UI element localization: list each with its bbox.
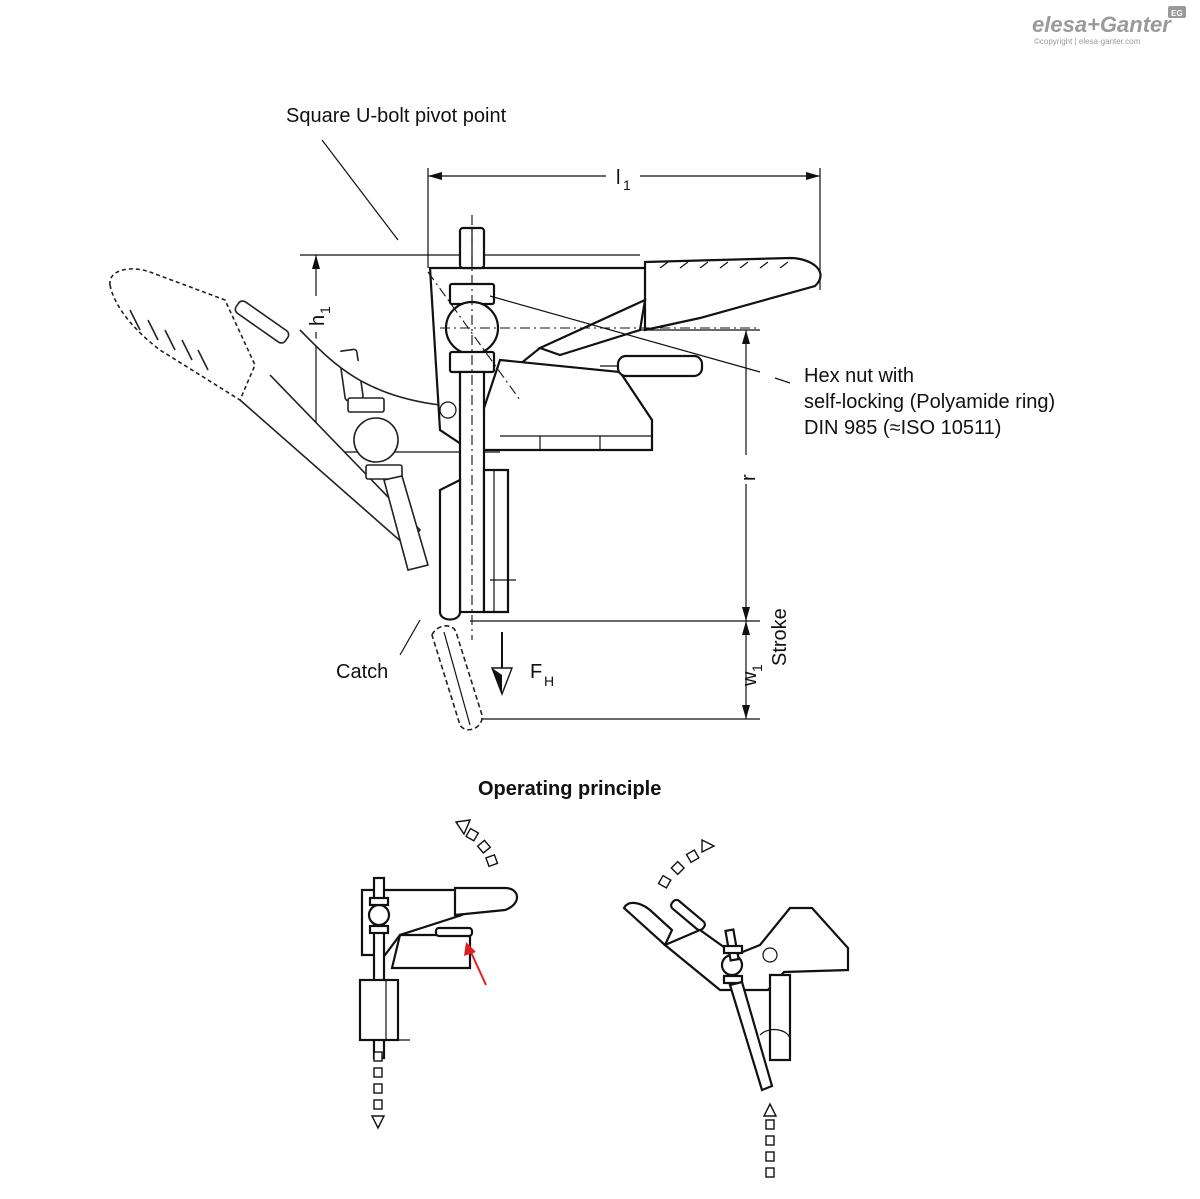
dimension-w1: w 1 Stroke xyxy=(470,608,791,720)
up-arrow-icon xyxy=(762,1102,778,1178)
force-sub: H xyxy=(544,673,554,689)
force-arrow: F H xyxy=(490,632,554,696)
centerlines xyxy=(427,215,760,640)
dimension-r-label: r xyxy=(738,474,760,481)
brand-name: elesa+Ganter xyxy=(1032,12,1172,37)
section-title: Operating principle xyxy=(478,778,661,800)
dimension-h1-label: h xyxy=(307,315,329,326)
red-pointer-icon xyxy=(464,942,476,956)
principle-step-1 xyxy=(358,819,519,1130)
brand-copyright: ©copyright | elesa-ganter.com xyxy=(1034,37,1141,46)
catch-pin xyxy=(431,625,483,731)
dimension-l1-sub: 1 xyxy=(623,177,631,193)
curved-arrow-icon xyxy=(454,819,499,868)
brand-badge: EG xyxy=(1171,9,1183,18)
down-arrow-icon xyxy=(370,1051,386,1130)
leader-lines xyxy=(321,139,791,656)
curved-arrow-icon-2 xyxy=(657,838,716,889)
hex-nut-label-2: self-locking (Polyamide ring) xyxy=(804,391,1055,413)
principle-step-2 xyxy=(622,838,850,1178)
brand-badge-icon xyxy=(1168,6,1186,18)
brand-logo: elesa+Ganter EG ©copyright | elesa-gante… xyxy=(1032,6,1186,46)
dimension-l1: l 1 xyxy=(427,167,821,290)
force-label: F xyxy=(530,661,542,683)
dimension-l1-label: l xyxy=(616,167,620,189)
main-drawing: l 1 h 1 r xyxy=(109,105,1055,731)
dimension-w1-sub: 1 xyxy=(749,664,765,672)
stroke-label: Stroke xyxy=(769,608,791,666)
hex-nut-label-1: Hex nut with xyxy=(804,365,914,387)
catch-label: Catch xyxy=(336,661,388,683)
clamp-body xyxy=(428,226,822,621)
lever-open-position xyxy=(109,268,441,571)
dimension-h1-sub: 1 xyxy=(317,306,333,314)
dimension-w1-label: w xyxy=(739,671,761,687)
pivot-label: Square U-bolt pivot point xyxy=(286,105,507,127)
hex-nut-label-3: DIN 985 (≈ISO 10511) xyxy=(804,417,1001,439)
